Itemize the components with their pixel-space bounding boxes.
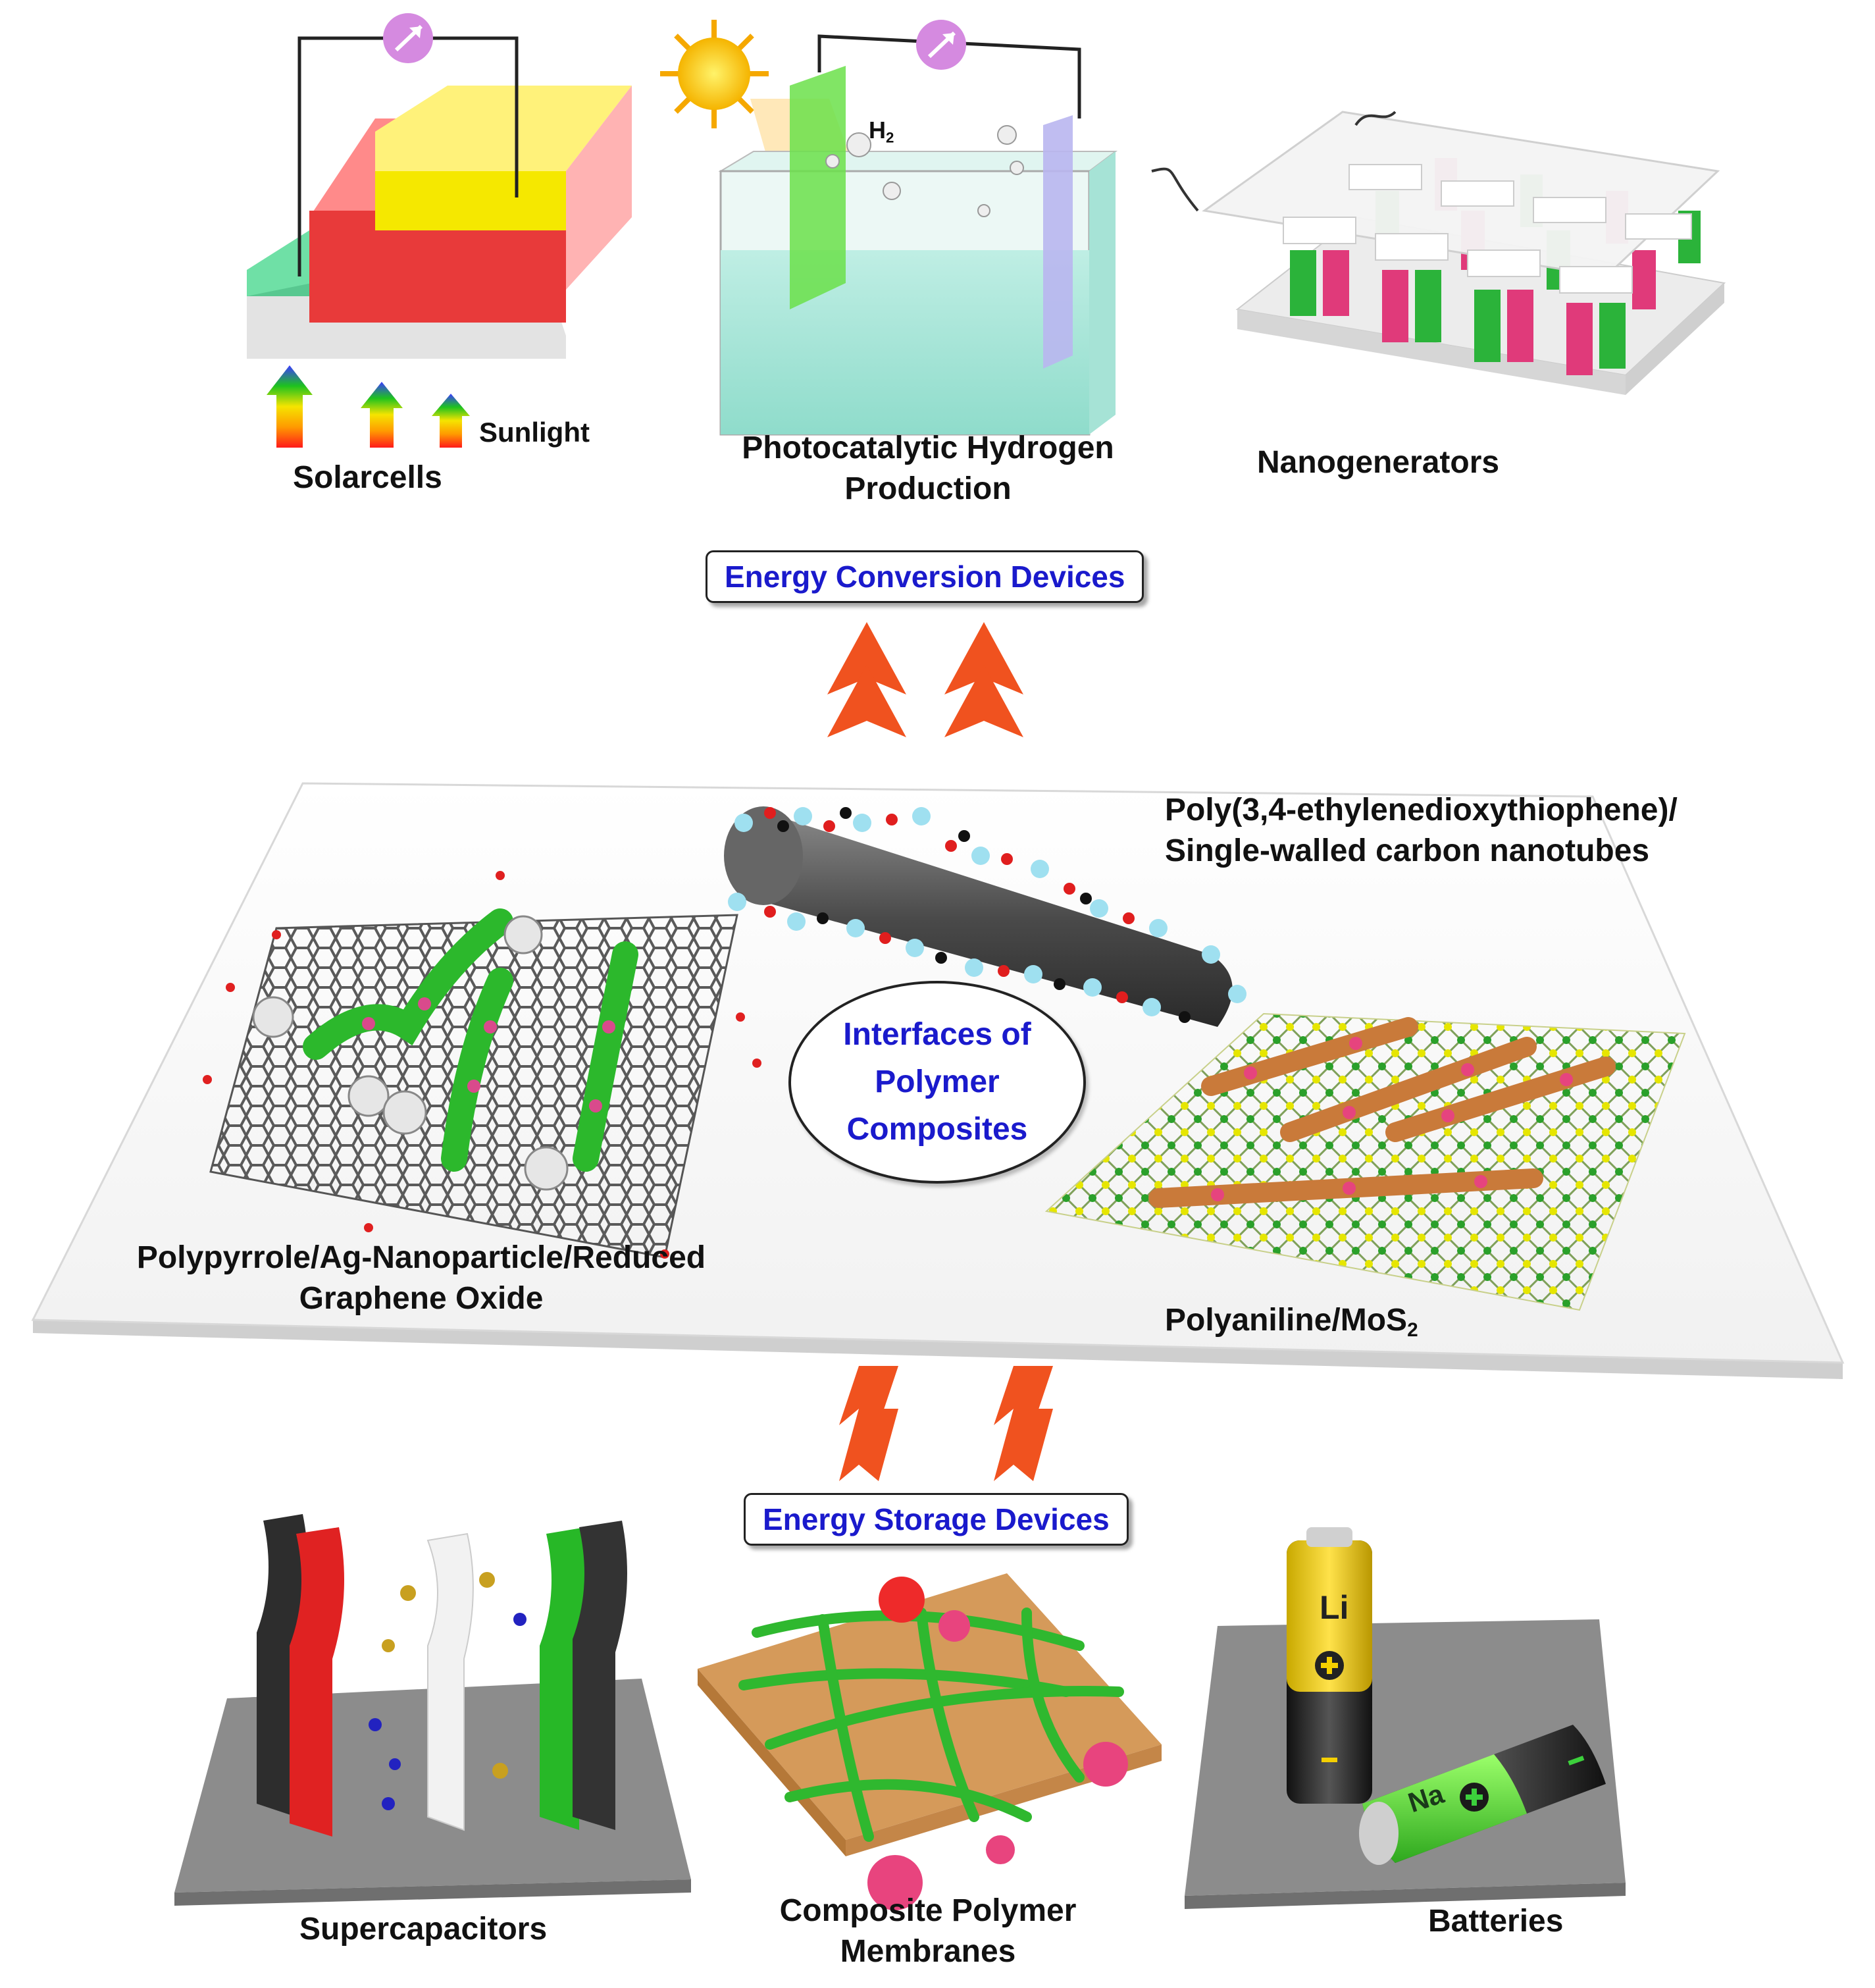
membrane-illustration xyxy=(698,1573,1162,1910)
energy-storage-devices-box: Energy Storage Devices xyxy=(744,1493,1129,1546)
solarcells-label: Solarcells xyxy=(293,460,442,495)
ppy-ag-rgo-label: Polypyrrole/Ag-Nanoparticle/Reduced Grap… xyxy=(136,1240,706,1317)
nanogenerator-illustration xyxy=(1151,111,1726,395)
supercapacitors-label: Supercapacitors xyxy=(299,1912,548,1947)
conversion-arrows xyxy=(827,622,1023,737)
h2-label: H2 xyxy=(869,117,894,146)
storage-arrows xyxy=(839,1366,1053,1481)
supercapacitor-illustration xyxy=(174,1514,691,1906)
pedot-swcnt-label: Poly(3,4-ethylenedioxythiophene)/ Single… xyxy=(1165,793,1678,869)
photocatalytic-label: Photocatalytic Hydrogen Production xyxy=(742,431,1114,507)
composite-membranes-label: Composite Polymer Membranes xyxy=(779,1893,1077,1970)
batteries-illustration xyxy=(1185,1527,1626,1909)
pani-mos2-label: Polyaniline/MoS2 xyxy=(1165,1303,1418,1341)
pedot-swcnt-tube xyxy=(724,806,1246,1027)
photocatalytic-illustration xyxy=(660,20,1117,436)
battery-li xyxy=(1287,1527,1372,1804)
solarcell-illustration xyxy=(247,13,632,359)
interfaces-oval: Interfaces of Polymer Composites xyxy=(788,981,1086,1184)
energy-conversion-devices-box: Energy Conversion Devices xyxy=(706,550,1144,603)
battery-li-label: Li xyxy=(1320,1589,1349,1626)
sunlight-label: Sunlight xyxy=(479,417,590,448)
sun-icon xyxy=(660,20,769,128)
battery-na xyxy=(1359,1725,1606,1865)
batteries-label: Batteries xyxy=(1428,1904,1564,1939)
sunlight-arrows xyxy=(267,365,470,448)
graphene-sheet xyxy=(203,871,761,1259)
nanogenerators-label: Nanogenerators xyxy=(1257,445,1500,480)
mos2-lattice xyxy=(1044,1012,1686,1311)
